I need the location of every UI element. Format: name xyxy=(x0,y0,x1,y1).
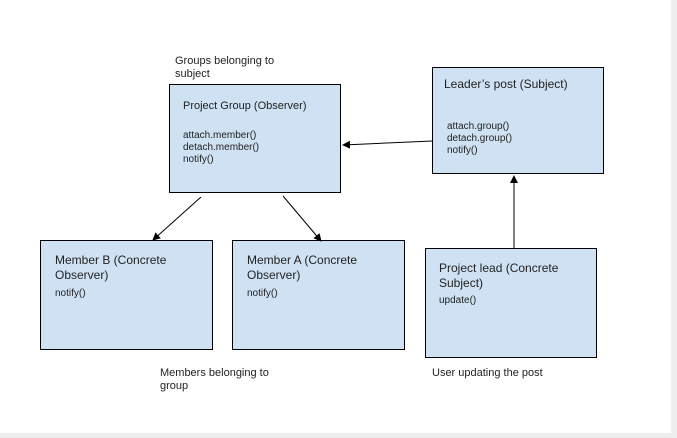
method-notify: notify() xyxy=(247,288,278,299)
user-updating-note-text: User updating the post xyxy=(432,367,543,379)
project-group-title: Project Group (Observer) xyxy=(183,100,307,112)
member-a-methods: notify() xyxy=(247,288,278,300)
project-lead-title-line2: Subject) xyxy=(439,276,484,290)
member-b-title-line2: Observer) xyxy=(55,268,109,282)
arrow-project-group-to-member-b xyxy=(152,196,202,241)
leaders-post-methods: attach.group() detach.group() notify() xyxy=(447,121,512,157)
project-group-methods: attach.member() detach.member() notify() xyxy=(183,130,259,166)
member-a-box[interactable]: Member A (Concrete Observer) notify() xyxy=(232,240,405,350)
groups-belonging-note-line2: subject xyxy=(175,68,210,80)
method-notify: notify() xyxy=(55,288,86,299)
method-notify: notify() xyxy=(447,145,478,156)
arrow-project-group-to-member-a xyxy=(282,195,322,242)
member-a-title-line2: Observer) xyxy=(247,268,301,282)
member-b-title-line1: Member B (Concrete xyxy=(55,253,167,267)
member-a-title-line1: Member A (Concrete xyxy=(247,253,358,267)
project-lead-methods: update() xyxy=(439,295,476,307)
member-a-title: Member A (Concrete Observer) xyxy=(247,253,357,283)
project-lead-title-line1: Project lead (Concrete xyxy=(439,261,559,275)
members-belonging-note-line1: Members belonging to xyxy=(160,367,269,379)
method-update: update() xyxy=(439,295,477,306)
member-b-methods: notify() xyxy=(55,288,86,300)
vertical-scrollbar-track[interactable] xyxy=(671,0,677,438)
user-updating-note: User updating the post xyxy=(432,367,543,380)
method-detach-member: detach.member() xyxy=(183,142,260,153)
horizontal-scrollbar-track[interactable] xyxy=(0,433,677,438)
member-b-box[interactable]: Member B (Concrete Observer) notify() xyxy=(40,240,213,350)
members-belonging-note: Members belonging to group xyxy=(160,367,269,393)
groups-belonging-note: Groups belonging to subject xyxy=(175,55,274,81)
groups-belonging-note-line1: Groups belonging to xyxy=(175,55,275,67)
method-attach-group: attach.group() xyxy=(447,121,510,132)
method-attach-member: attach.member() xyxy=(183,130,257,141)
method-detach-group: detach.group() xyxy=(447,133,513,144)
leaders-post-title: Leader’s post (Subject) xyxy=(444,77,568,91)
arrow-leaders-post-to-project-group xyxy=(342,140,433,149)
method-notify: notify() xyxy=(183,154,214,165)
leaders-post-box[interactable]: Leader’s post (Subject) attach.group() d… xyxy=(432,67,604,174)
member-b-title: Member B (Concrete Observer) xyxy=(55,253,166,283)
members-belonging-note-line2: group xyxy=(160,380,189,392)
project-lead-box[interactable]: Project lead (Concrete Subject) update() xyxy=(425,248,597,358)
project-lead-title: Project lead (Concrete Subject) xyxy=(439,261,558,291)
project-group-box[interactable]: Project Group (Observer) attach.member()… xyxy=(169,84,341,193)
